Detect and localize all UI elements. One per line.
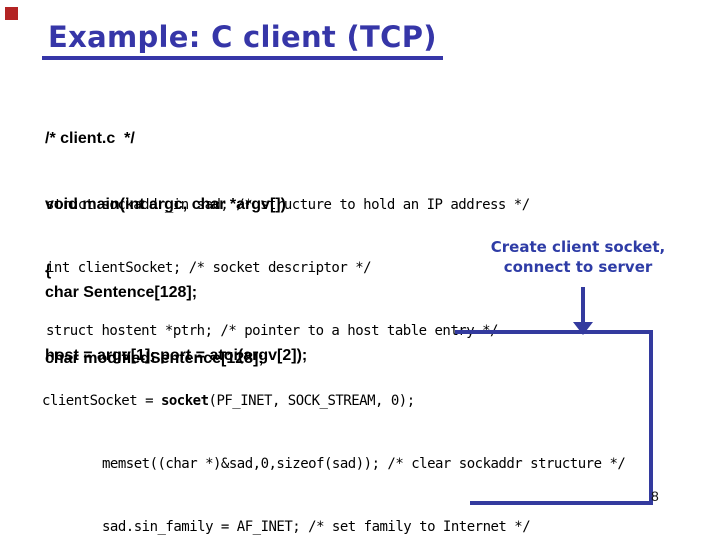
code-block-declarations: struct sockaddr_in sad; /* structure to … <box>46 153 530 384</box>
page-number: 8 <box>651 488 659 504</box>
annotation-line: Create client socket, <box>490 238 666 256</box>
page-title: Example: C client (TCP) <box>42 20 443 60</box>
connector-line-right <box>649 330 653 505</box>
code-line: char Sentence[128]; <box>45 284 198 301</box>
code-line: struct sockaddr_in sad; /* structure to … <box>46 197 530 213</box>
code-line: struct hostent *ptrh; /* pointer to a ho… <box>46 323 498 339</box>
down-arrow-shaft <box>581 287 585 325</box>
code-line: int clientSocket; /* socket descriptor *… <box>46 260 372 276</box>
code-line: clientSocket = socket(PF_INET, SOCK_STRE… <box>42 393 415 409</box>
code-block-args: host = argv[1]; port = atoi(argv[2]); <box>45 301 307 411</box>
annotation-line: connect to server <box>503 258 653 276</box>
code-block-socket-setup: clientSocket = socket(PF_INET, SOCK_STRE… <box>42 349 689 540</box>
code-block-buffers: char Sentence[128]; char modifiedSentenc… <box>45 238 264 414</box>
code-line: host = argv[1]; port = atoi(argv[2]); <box>45 347 308 364</box>
code-line: /* client.c */ <box>45 130 135 147</box>
annotation-note: Create client socket, connect to server <box>468 237 688 277</box>
code-line: sad.sin_family = AF_INET; /* set family … <box>102 519 531 535</box>
code-line: { <box>45 262 52 279</box>
connector-line-bottom <box>470 501 653 505</box>
connector-line-top <box>455 330 653 334</box>
code-block-intro: /* client.c */ void main(int argc, char … <box>45 84 286 326</box>
code-line: memset((char *)&sad,0,sizeof(sad)); /* c… <box>102 456 626 472</box>
code-line: void main(int argc, char *argv[]) <box>45 196 286 213</box>
red-square-icon <box>5 7 18 20</box>
code-line: char modifiedSentence[128]; <box>45 350 264 367</box>
